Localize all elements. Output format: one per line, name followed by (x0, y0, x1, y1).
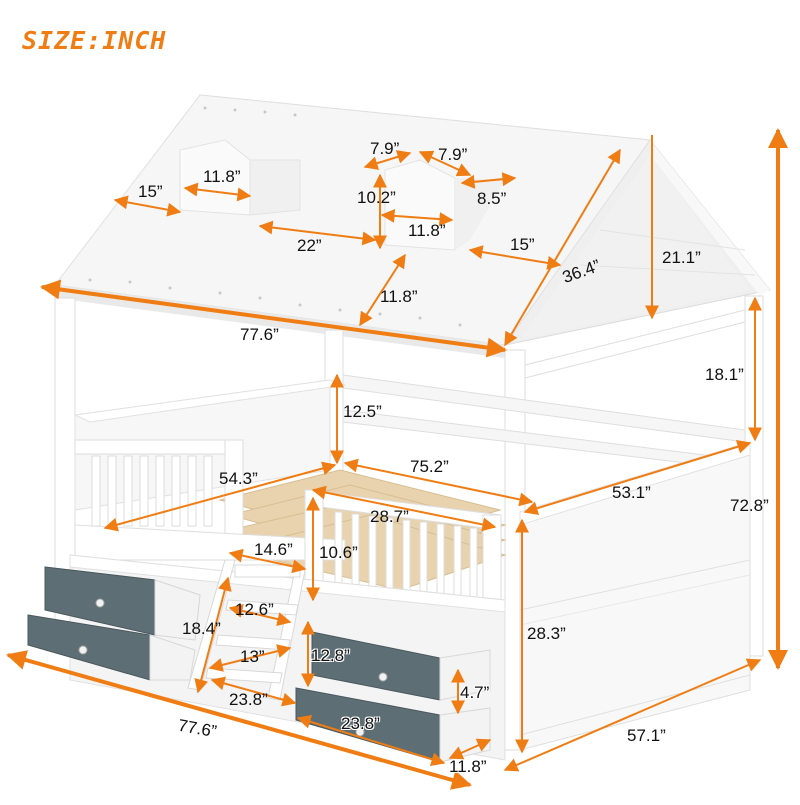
size-unit-title: SIZE:INCH (22, 26, 167, 55)
dim-dormer-depth-b: 7.9” (438, 145, 468, 164)
dim-drawer-depth: 11.8” (449, 757, 487, 776)
dim-guardrail-height: 12.5” (343, 402, 382, 421)
dim-ladder-to-drawer: 23.8” (229, 690, 268, 709)
dim-dormer-depth-a: 7.9” (370, 139, 400, 158)
dim-wall-clearance: 18.1” (705, 365, 744, 384)
dim-drawer-length: 23.8” (341, 714, 380, 733)
dim-roof-window-width: 11.8” (203, 167, 241, 186)
dim-ladder-step-width: 12.6” (235, 600, 274, 619)
dim-bed-height: 28.3” (527, 624, 566, 643)
dim-ladder-bottom-width: 13” (240, 647, 265, 666)
dim-drawer-front-height: 4.7” (460, 683, 490, 702)
dim-front-rail-length: 28.7” (370, 507, 409, 526)
dim-roof-length: 77.6” (240, 325, 279, 344)
dim-roof-window-offset-right: 15” (510, 235, 535, 254)
dim-ladder-top-width: 14.6” (254, 540, 293, 559)
dim-overall-width: 57.1” (627, 726, 666, 745)
dimension-lines (6, 128, 788, 790)
dim-roof-window-gap: 22” (297, 236, 322, 255)
dim-drawer-opening-height: 12.8” (311, 646, 350, 665)
dim-dormer-side: 8.5” (477, 189, 507, 208)
dim-roof-window-offset: 15” (138, 182, 163, 201)
dim-mattress-width: 53.1” (612, 483, 651, 502)
dim-roof-height: 21.1” (662, 248, 701, 267)
dim-dormer-width: 11.8” (408, 221, 446, 240)
dim-ladder-height: 18.4” (182, 619, 221, 638)
dim-roof-window-to-eave: 11.8” (380, 287, 418, 306)
dim-dormer-height: 10.2” (357, 188, 396, 207)
dim-overall-height: 72.8” (730, 496, 769, 515)
dim-side-rail-length: 54.3” (219, 469, 258, 488)
dim-mattress-length: 75.2” (410, 457, 449, 476)
dim-front-rail-height: 10.6” (319, 543, 358, 562)
